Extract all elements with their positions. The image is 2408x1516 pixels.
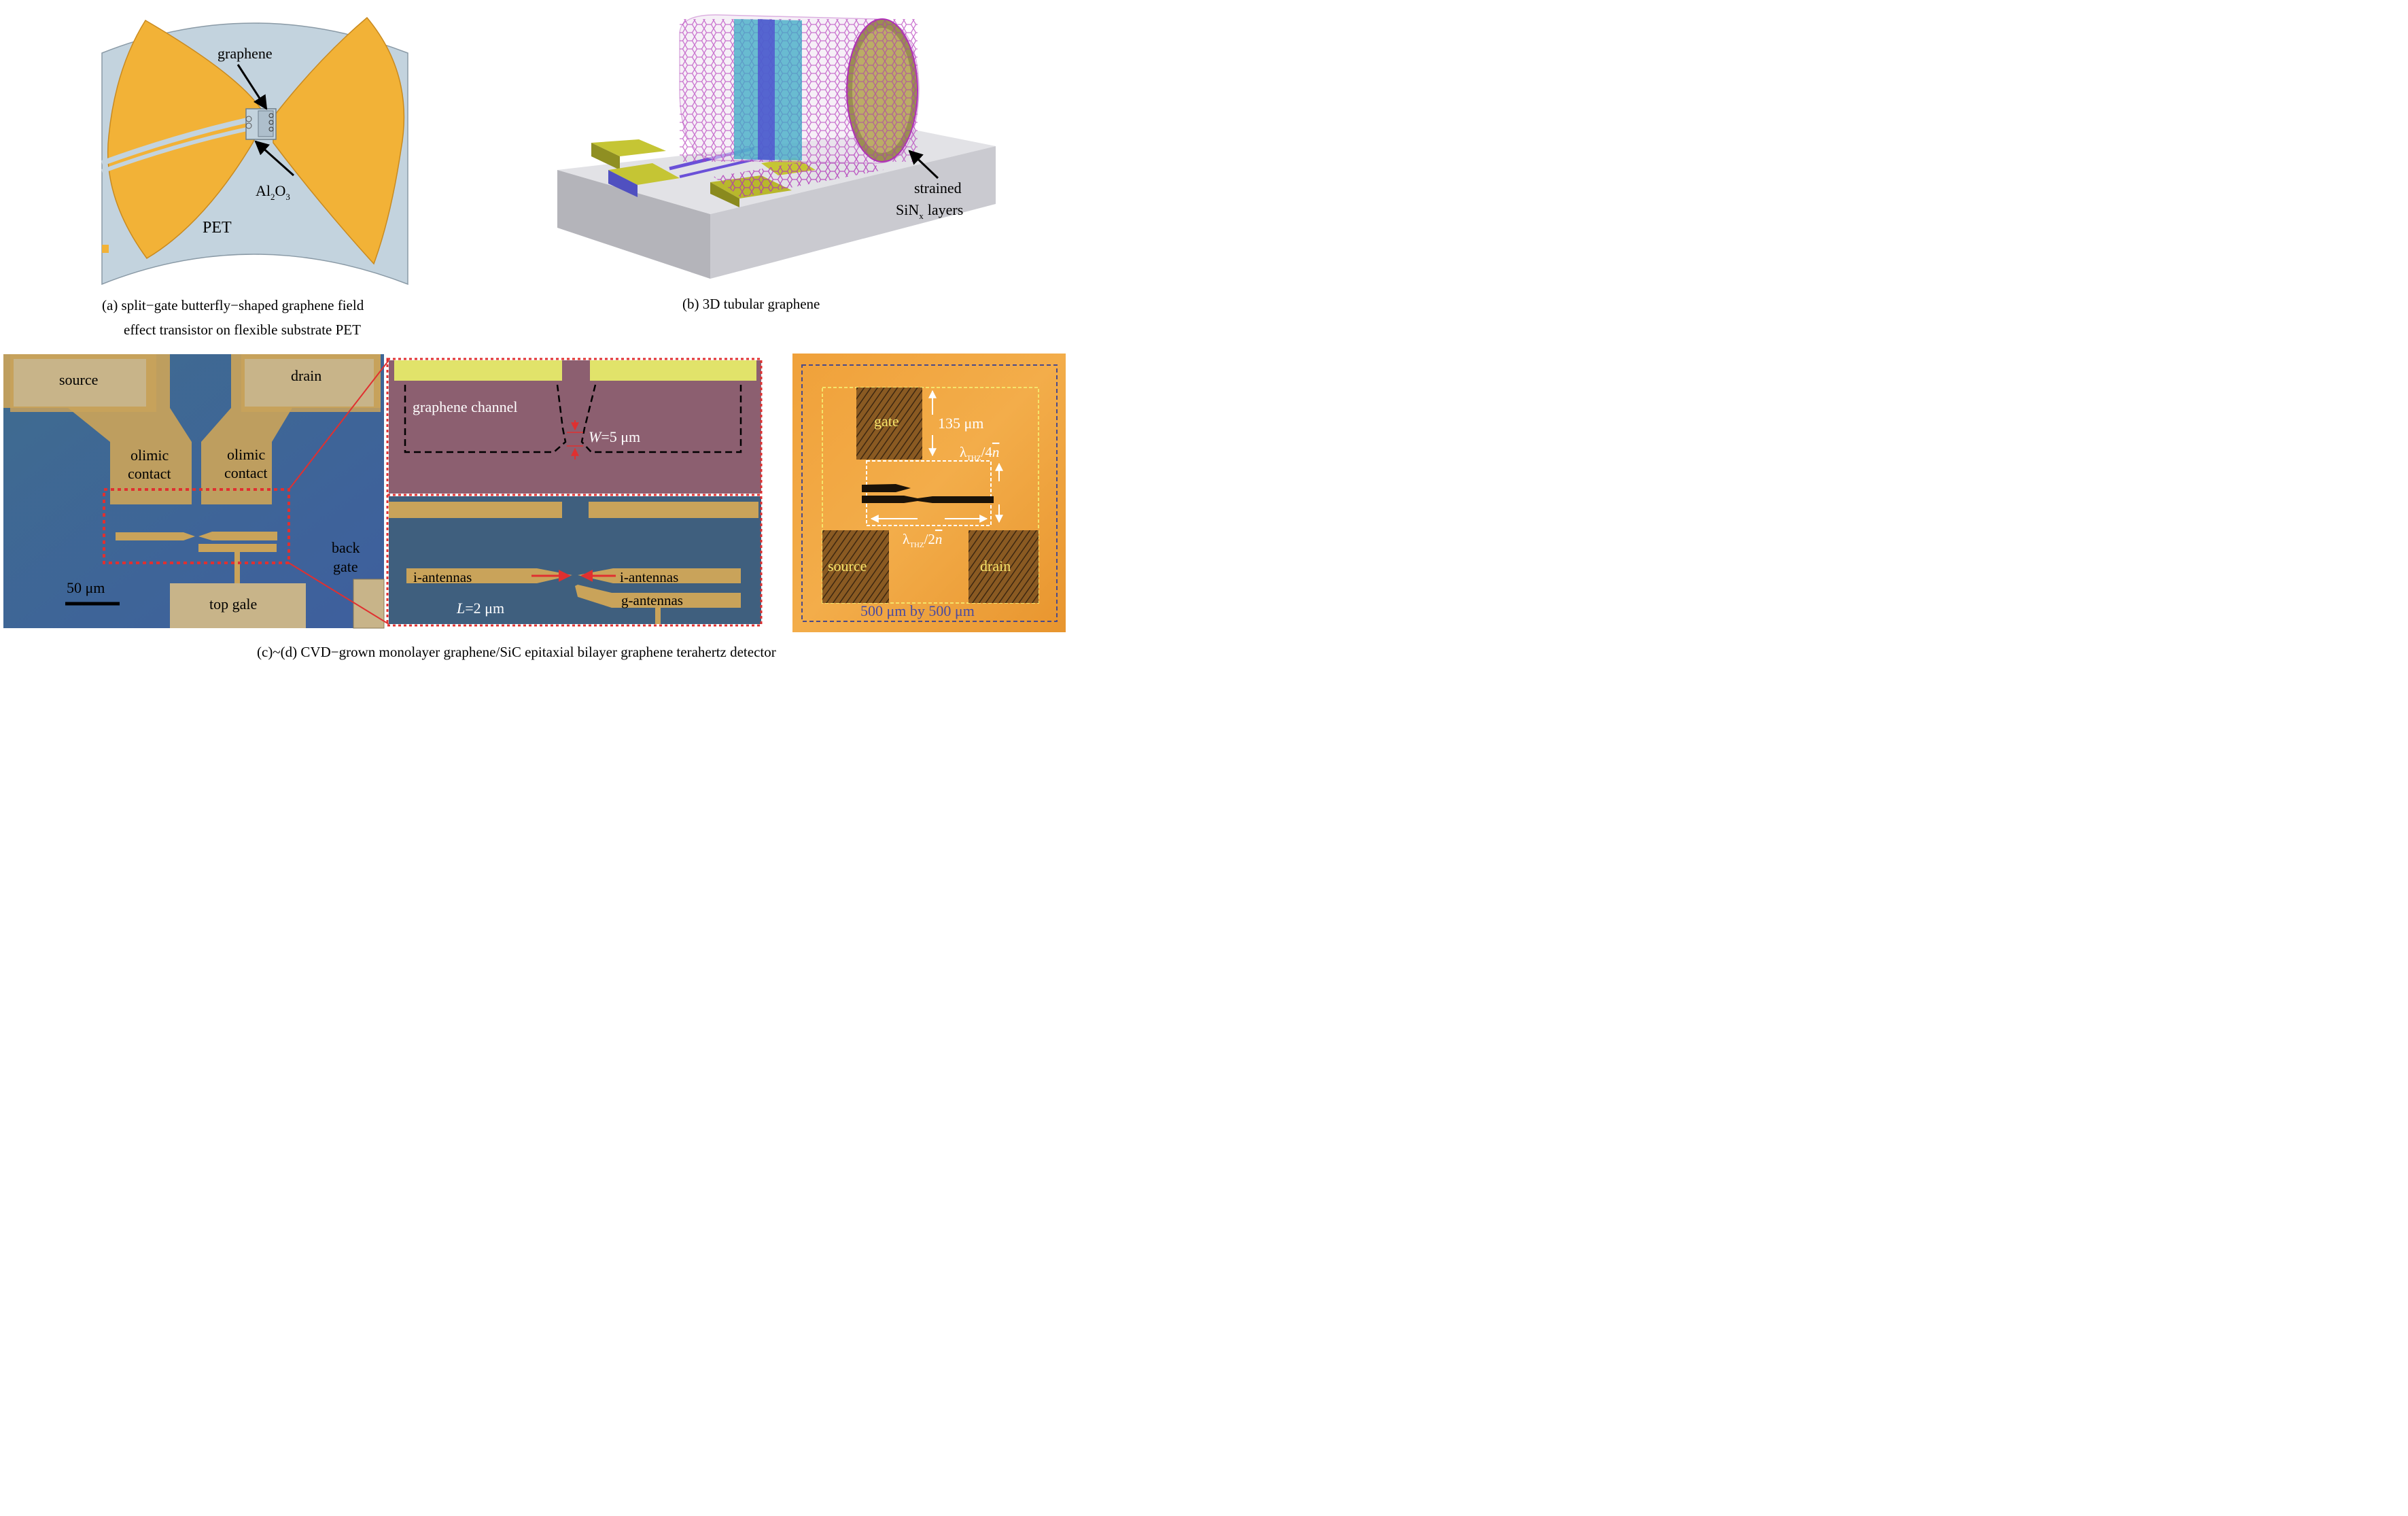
size-135-label: 135 μm xyxy=(938,415,983,432)
antenna-right xyxy=(198,532,277,540)
caption-cd: (c)~(d) CVD−grown monolayer graphene/SiC… xyxy=(257,644,776,660)
back-gate-label-1: back xyxy=(332,539,360,556)
antenna-upper xyxy=(862,484,911,492)
i-antennas-left-label: i-antennas xyxy=(413,569,472,585)
inner-boundary xyxy=(822,387,1039,604)
l-label: L=2 μm xyxy=(456,600,504,617)
ohmic-left-label-1: olimic xyxy=(130,447,169,464)
antenna-lower xyxy=(862,496,994,503)
size-500-label: 500 μm by 500 μm xyxy=(860,602,975,619)
drain-pad-d xyxy=(969,530,1039,603)
graphene-arrow xyxy=(237,64,268,110)
scale-label: 50 μm xyxy=(67,579,105,596)
ohmic-right-label-2: contact xyxy=(224,464,268,481)
source-label-d: source xyxy=(828,557,867,574)
detector-box xyxy=(866,460,992,526)
graphene-channel-label: graphene channel xyxy=(413,398,518,415)
g-antennas-label: g-antennas xyxy=(621,592,683,608)
outer-boundary xyxy=(801,364,1058,622)
zoom-line-bottom xyxy=(288,562,389,625)
al2o3-label: Al2O3 xyxy=(256,182,290,202)
left-gold-wing xyxy=(107,19,266,259)
ohmic-left-label-2: contact xyxy=(128,465,171,482)
source-label: source xyxy=(59,371,98,388)
top-gate-pad xyxy=(170,583,306,628)
caption-a-line2: effect transistor on flexible substrate … xyxy=(124,322,361,338)
source-pad-d xyxy=(822,530,889,603)
caption-b: (b) 3D tubular graphene xyxy=(682,296,820,312)
i-antennas-right-label: i-antennas xyxy=(620,569,678,585)
zoom-frame xyxy=(386,358,763,627)
channel-outline xyxy=(404,384,742,453)
al2o3-arrow xyxy=(254,140,294,177)
gate-pad xyxy=(856,387,922,460)
zoom-antennas: i-antennas i-antennas g-antennas L=2 μm xyxy=(389,496,761,624)
electrode-pad-2 xyxy=(608,163,680,185)
figure-canvas: graphene Al2O3 PET (a) split−gate butter… xyxy=(3,14,1066,660)
i-antenna-left xyxy=(406,568,572,583)
substrate-side xyxy=(710,146,996,279)
drain-label: drain xyxy=(291,367,321,384)
pet-label: PET xyxy=(203,219,232,237)
strained-arrow xyxy=(908,150,939,179)
right-gold-wing xyxy=(273,16,405,265)
caption-a-line1: (a) split−gate butterfly−shaped graphene… xyxy=(102,297,364,313)
lambda-4n-label: λTHZ/4n xyxy=(960,444,999,462)
back-gate-label-2: gate xyxy=(333,558,358,575)
ohmic-right-label-1: olimic xyxy=(227,446,265,463)
strained-label: strained xyxy=(914,179,962,196)
zoom-graphene-channel: graphene channel W=5 μm xyxy=(389,360,761,494)
panel-c-micrograph: source drain olimic contact olimic conta… xyxy=(3,354,385,629)
i-antenna-right xyxy=(578,568,741,583)
substrate-front xyxy=(557,170,710,279)
g-antenna xyxy=(575,585,741,608)
panel-d-detector: gate 135 μm λTHZ/4n λTHZ/2n source drain… xyxy=(792,354,1066,632)
lambda-2n-label: λTHZ/2n xyxy=(903,531,942,549)
antenna-left xyxy=(116,532,195,540)
zoom-line-top xyxy=(288,360,389,490)
graphene-label: graphene xyxy=(217,45,273,62)
w-label: W=5 μm xyxy=(589,428,640,445)
panel-a-butterfly-transistor: graphene Al2O3 PET xyxy=(101,16,408,286)
electrode-pad-1 xyxy=(591,139,666,156)
gate-label-d: gate xyxy=(874,413,899,430)
top-gate-label: top gale xyxy=(209,596,257,613)
gate-lead-lines xyxy=(101,116,254,166)
drain-label-d: drain xyxy=(980,557,1011,574)
